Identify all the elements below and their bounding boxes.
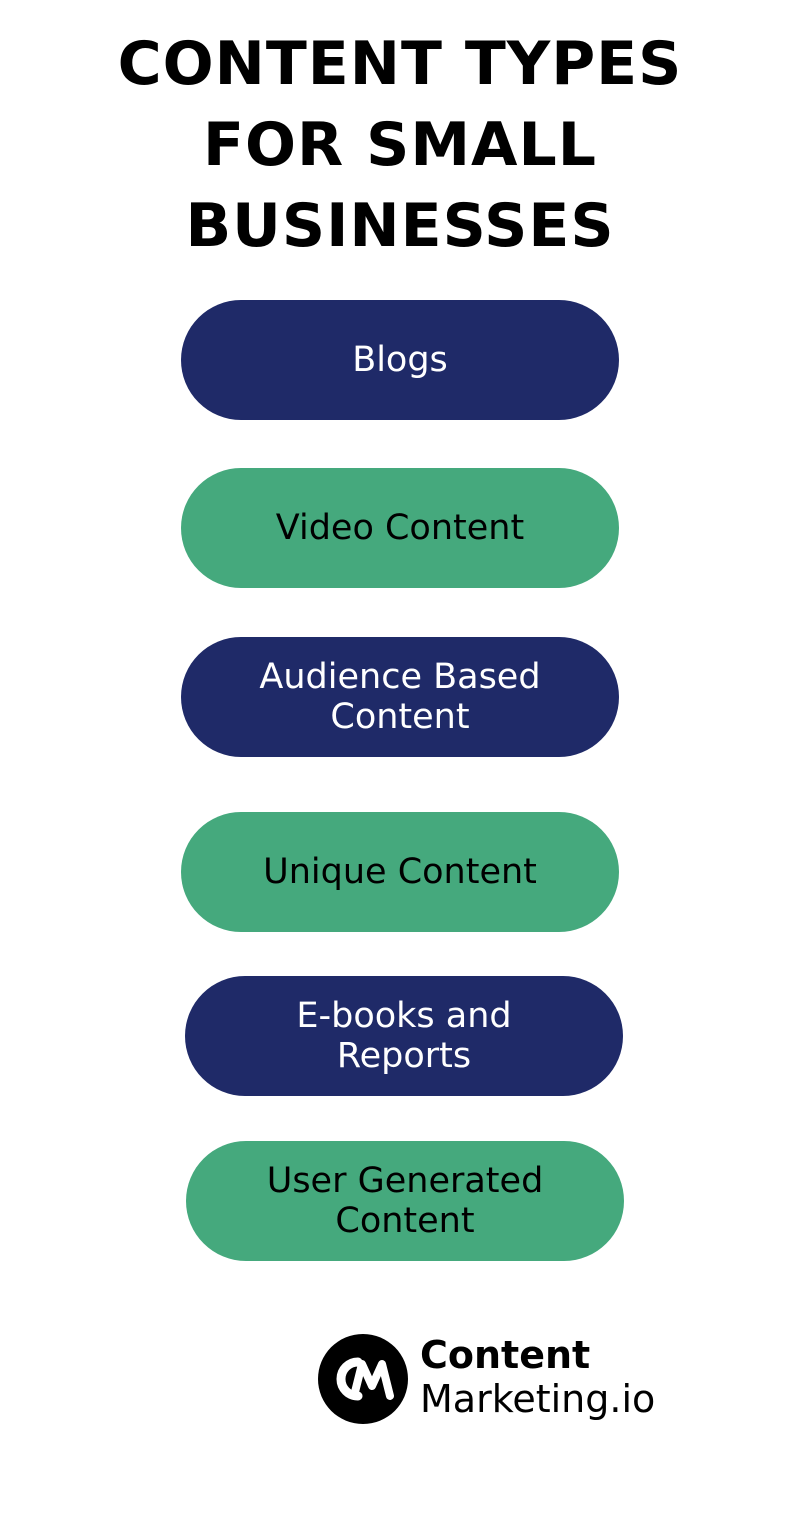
content-type-label-line: Content bbox=[335, 1201, 475, 1241]
content-type-label-line: Video Content bbox=[275, 508, 525, 548]
brand-wordmark: Content Marketing.io bbox=[420, 1334, 655, 1422]
content-type-label: User Generated Content bbox=[267, 1161, 544, 1241]
brand-wordmark-line-1: Content bbox=[420, 1333, 591, 1377]
content-type-ebooks-and-reports: E-books and Reports bbox=[185, 976, 623, 1096]
content-type-label-line: Unique Content bbox=[263, 852, 537, 892]
brand-wordmark-line-2: Marketing.io bbox=[420, 1377, 656, 1421]
content-type-label: Blogs bbox=[352, 340, 448, 380]
content-type-label: E-books and Reports bbox=[296, 996, 511, 1076]
content-type-label: Video Content bbox=[276, 508, 524, 548]
content-type-blogs: Blogs bbox=[181, 300, 619, 420]
content-type-label-line: Audience Based bbox=[259, 657, 541, 697]
content-type-label: Audience Based Content bbox=[259, 657, 540, 737]
content-type-label: Unique Content bbox=[263, 852, 537, 892]
content-type-label-line: E-books and bbox=[296, 996, 512, 1036]
content-type-video-content: Video Content bbox=[181, 468, 619, 588]
page-title: CONTENT TYPES FOR SMALL BUSINESSES bbox=[0, 24, 800, 267]
cm-monogram-icon bbox=[318, 1334, 408, 1424]
content-type-audience-based-content: Audience Based Content bbox=[181, 637, 619, 757]
title-line-2: FOR SMALL bbox=[203, 110, 597, 180]
title-line-1: CONTENT TYPES bbox=[117, 29, 683, 99]
content-type-label-line: User Generated bbox=[266, 1161, 544, 1201]
content-type-user-generated-content: User Generated Content bbox=[186, 1141, 624, 1261]
title-line-3: BUSINESSES bbox=[185, 191, 615, 261]
content-type-label-line: Reports bbox=[336, 1036, 472, 1076]
content-type-label-line: Content bbox=[330, 697, 470, 737]
content-type-unique-content: Unique Content bbox=[181, 812, 619, 932]
brand-logo: Content Marketing.io bbox=[318, 1334, 738, 1424]
content-type-label-line: Blogs bbox=[352, 340, 448, 380]
